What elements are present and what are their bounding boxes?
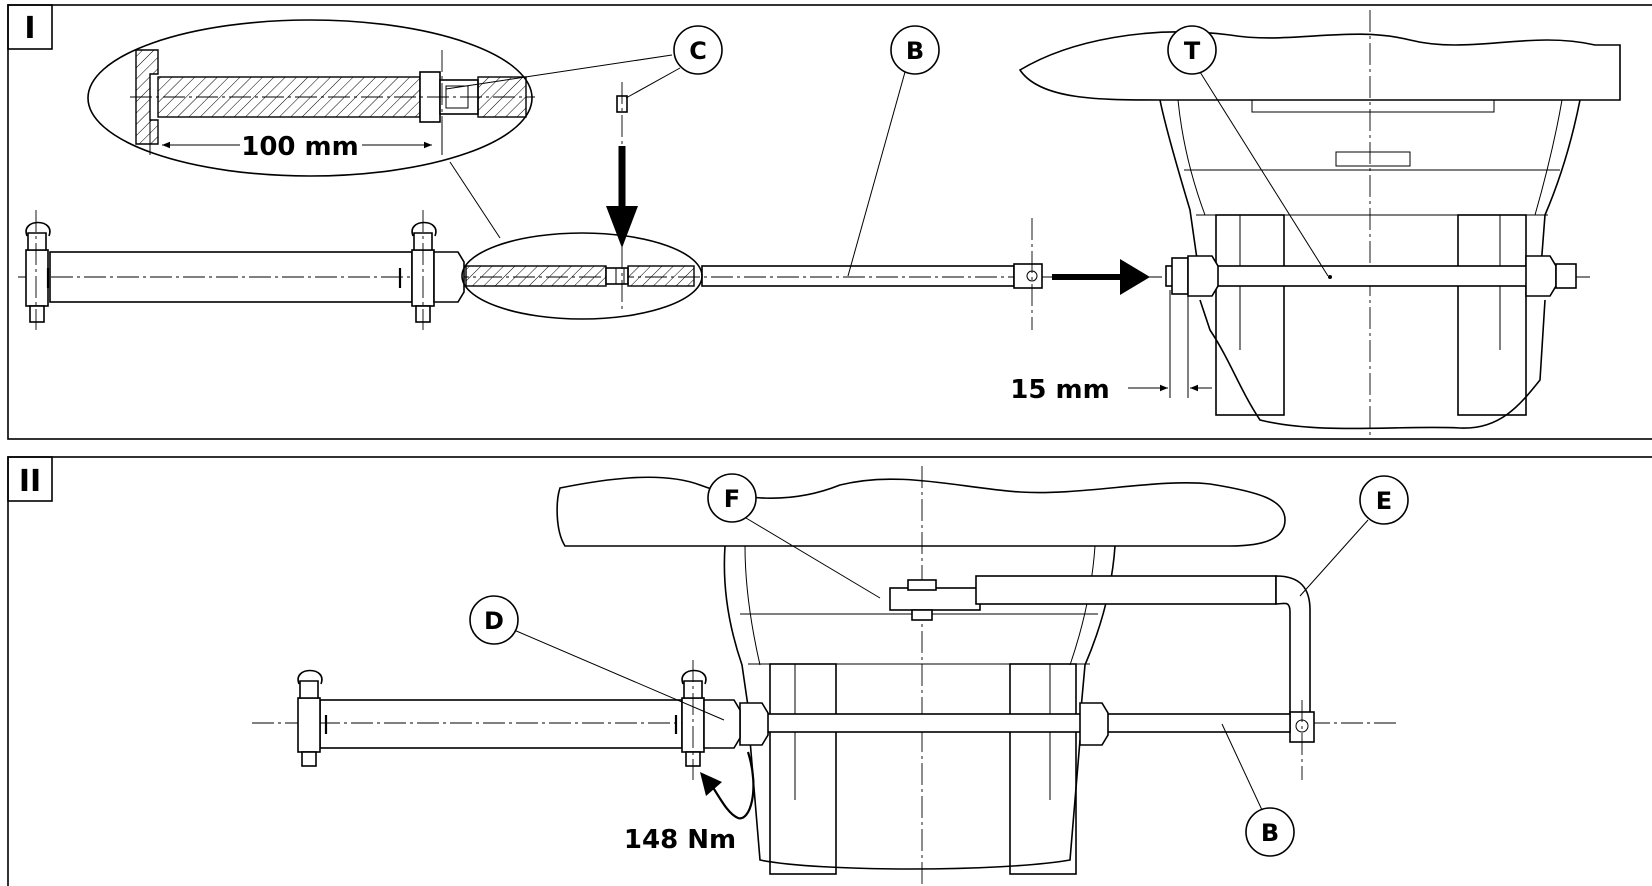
callout-t bbox=[1167, 25, 1217, 75]
panel-one-label: I bbox=[24, 11, 35, 46]
callout-b-top bbox=[890, 25, 940, 75]
callout-b-bottom-label: B bbox=[1261, 819, 1279, 847]
pin-c bbox=[606, 82, 638, 310]
callout-d bbox=[469, 595, 519, 645]
callout-f-label: F bbox=[724, 485, 740, 513]
callout-t-label: T bbox=[1184, 37, 1201, 65]
callout-c-label: C bbox=[689, 37, 707, 65]
rod-b bbox=[701, 218, 1043, 330]
panel-two-frame bbox=[7, 456, 1652, 886]
callout-b-top-label: B bbox=[906, 37, 924, 65]
callout-d-label: D bbox=[484, 607, 504, 635]
callout-c bbox=[673, 25, 723, 75]
panel-two-tool-body bbox=[297, 660, 741, 780]
panel-two-rod-b bbox=[759, 713, 1291, 733]
callout-e bbox=[1359, 475, 1409, 525]
dimension-100mm: 100 mm bbox=[241, 132, 359, 162]
panel-two-label-box bbox=[7, 456, 53, 502]
callout-f bbox=[707, 473, 757, 523]
panel-one-label-box bbox=[7, 4, 53, 50]
panel-one-frame bbox=[7, 4, 1652, 440]
panel-two-label: II bbox=[19, 464, 41, 499]
callout-e-label: E bbox=[1376, 487, 1392, 515]
dimension-15mm-group: 15 mm bbox=[1010, 290, 1212, 405]
panel-one-zoom-detail: 100 mm bbox=[87, 19, 535, 239]
panel-two-wheel-hub bbox=[556, 476, 1286, 875]
panel-two: II bbox=[7, 456, 1652, 886]
dimension-15mm: 15 mm bbox=[1010, 375, 1109, 405]
torque-arrow bbox=[711, 751, 755, 820]
insert-arrow-head bbox=[1120, 259, 1150, 295]
callout-b-bottom bbox=[1245, 807, 1295, 857]
torque-value: 148 Nm bbox=[624, 825, 736, 855]
panel-one: I bbox=[7, 4, 1652, 440]
panel-one-wheel-hub bbox=[1018, 10, 1621, 435]
panel-one-tool-body bbox=[25, 210, 465, 330]
fixture-f bbox=[889, 575, 1315, 780]
panel-one-rod-detail bbox=[461, 232, 703, 320]
